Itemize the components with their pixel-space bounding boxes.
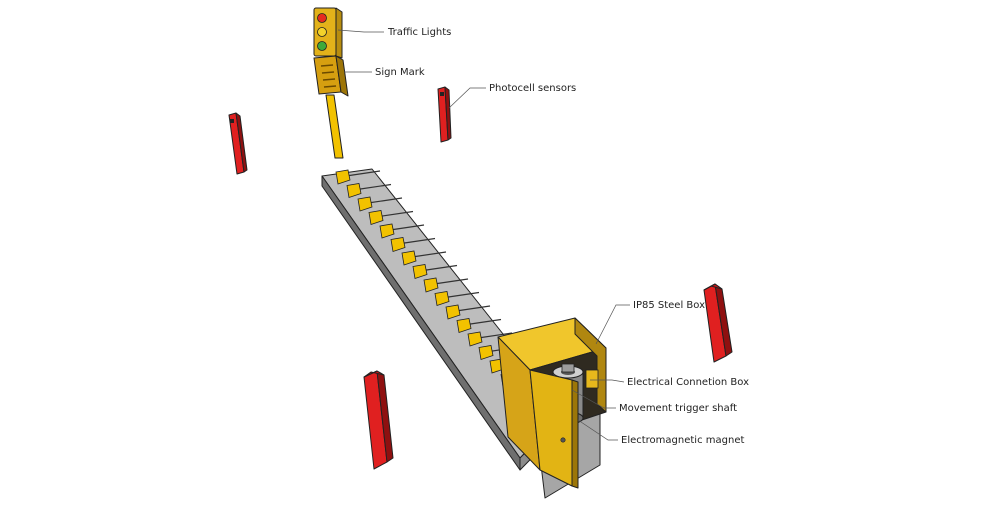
label-magnet: Electromagnetic magnet: [621, 435, 744, 446]
traffic-light-assembly: [313, 7, 349, 159]
spike-rod: [477, 332, 513, 339]
spike-fin: [467, 331, 483, 347]
spike-rod: [433, 278, 469, 285]
spike-rod: [389, 224, 425, 231]
spike-rod: [455, 305, 491, 312]
label-connection-box: Electrical Connetion Box: [627, 377, 749, 388]
spike-fin: [456, 318, 472, 334]
spike-rod: [356, 183, 392, 191]
spike-fin: [423, 277, 439, 293]
spike-fin: [346, 183, 362, 199]
spike-fin: [335, 169, 351, 185]
traffic-light-icon: [313, 7, 343, 59]
spike-fin: [368, 210, 384, 226]
photocell-post-icon: [363, 370, 394, 470]
spike-fin: [401, 250, 417, 266]
sign-board-icon: [313, 55, 349, 97]
spike-rod: [444, 291, 480, 299]
label-trigger-shaft: Movement trigger shaft: [619, 403, 737, 414]
spike-rod: [411, 251, 447, 258]
photocell-post-icon: [228, 112, 248, 175]
spike-fin: [412, 264, 428, 280]
spike-rod: [367, 197, 403, 204]
label-photocell-sensors: Photocell sensors: [489, 83, 576, 94]
label-steel-box: IP85 Steel Box: [633, 300, 705, 311]
photocell-post-icon: [437, 86, 452, 143]
spike-fin: [379, 223, 395, 239]
label-sign-mark: Sign Mark: [375, 67, 425, 78]
cabinet-door[interactable]: [529, 369, 573, 487]
label-traffic-lights: Traffic Lights: [387, 27, 451, 38]
photocell-post-icon: [703, 283, 733, 363]
spike-fin: [478, 345, 494, 361]
spike-rod: [466, 318, 502, 326]
spike-fin: [434, 291, 450, 307]
spike-fin: [357, 196, 373, 212]
traffic-light-pole: [325, 94, 344, 159]
spike-rod: [345, 170, 381, 177]
steel-cabinet-icon: [497, 317, 607, 489]
spike-rod: [378, 210, 414, 218]
callouts: [337, 29, 630, 441]
spike-fin: [445, 304, 461, 320]
connection-box: [585, 369, 599, 389]
spike-fin: [390, 237, 406, 253]
spike-rod: [400, 237, 436, 245]
spike-rod: [422, 264, 458, 272]
